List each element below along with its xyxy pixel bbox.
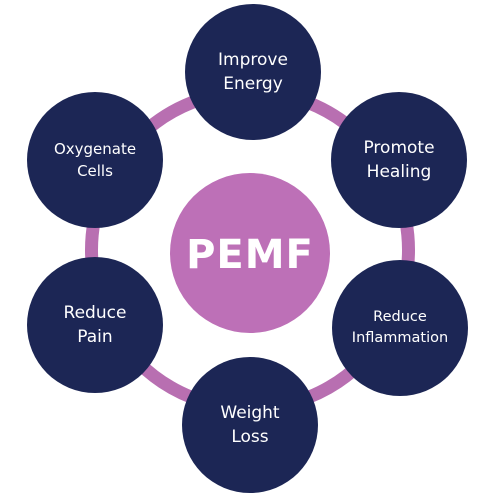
- benefit-label: Promote Healing: [363, 138, 435, 182]
- benefit-node-oxygenate-cells: Oxygenate Cells: [27, 92, 163, 228]
- benefit-node-reduce-pain: Reduce Pain: [27, 257, 163, 393]
- center-label: PEMF: [186, 232, 314, 278]
- benefit-label: Reduce Pain: [63, 303, 127, 347]
- benefit-node-reduce-inflammation: Reduce Inflammation: [332, 260, 468, 396]
- benefit-label: Weight Loss: [220, 403, 280, 447]
- benefit-label: Reduce Inflammation: [351, 309, 449, 346]
- benefit-node-weight-loss: Weight Loss: [182, 357, 318, 493]
- benefit-node-promote-healing: Promote Healing: [331, 92, 467, 228]
- center-circle: PEMF: [170, 173, 330, 333]
- benefit-node-improve-energy: Improve Energy: [185, 4, 321, 140]
- benefit-label: Oxygenate Cells: [53, 140, 137, 180]
- benefit-label: Improve Energy: [218, 50, 288, 94]
